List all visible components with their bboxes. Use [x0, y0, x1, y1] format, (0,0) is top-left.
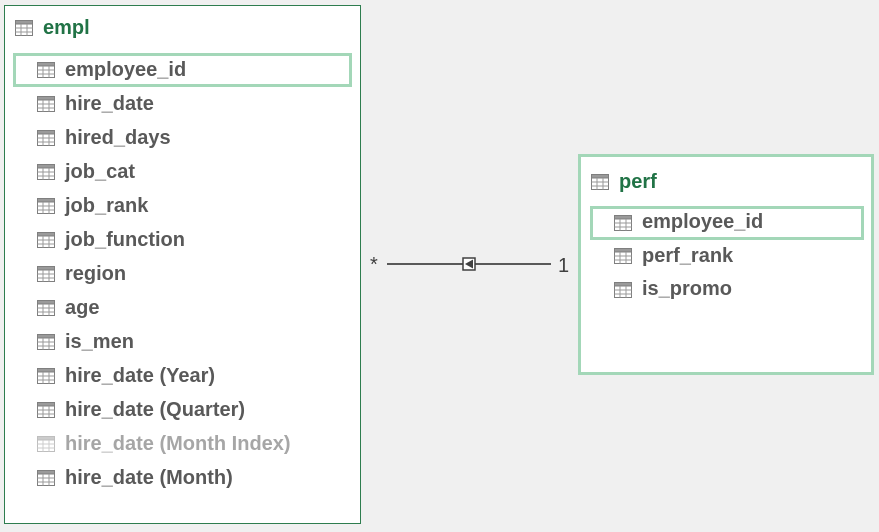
field-label: hire_date	[65, 92, 154, 115]
field-icon	[614, 281, 632, 298]
field-row[interactable]: employee_id	[13, 53, 352, 87]
relationship-arrow-icon[interactable]	[462, 257, 476, 271]
field-icon	[37, 130, 55, 146]
field-label: employee_id	[642, 211, 764, 234]
table-icon	[15, 20, 33, 36]
field-label: hire_date (Month Index)	[65, 432, 291, 455]
field-row[interactable]: age	[13, 291, 352, 325]
table-header-empl[interactable]: empl	[15, 16, 90, 40]
field-row[interactable]: hire_date	[13, 87, 352, 121]
field-icon	[614, 214, 632, 231]
field-row[interactable]: is_promo	[590, 273, 864, 307]
field-row[interactable]: hire_date (Year)	[13, 359, 352, 393]
field-icon	[37, 300, 55, 316]
field-icon	[37, 368, 55, 384]
cardinality-one: 1	[558, 255, 570, 277]
table-title-empl: empl	[43, 17, 90, 39]
field-label: job_cat	[65, 160, 136, 183]
field-label: hire_date (Month)	[65, 466, 233, 489]
field-icon	[37, 402, 55, 418]
table-title-perf: perf	[619, 171, 657, 193]
field-label: hired_days	[65, 126, 171, 149]
field-row[interactable]: employee_id	[590, 206, 864, 240]
field-row[interactable]: job_cat	[13, 155, 352, 189]
field-row[interactable]: hire_date (Quarter)	[13, 393, 352, 427]
field-icon	[37, 198, 55, 214]
field-icon	[37, 96, 55, 112]
field-icon	[37, 470, 55, 486]
field-row[interactable]: job_rank	[13, 189, 352, 223]
field-label: hire_date (Quarter)	[65, 398, 246, 421]
field-icon	[37, 436, 55, 452]
field-icon	[614, 248, 632, 265]
field-label: is_men	[65, 330, 134, 353]
field-row[interactable]: job_function	[13, 223, 352, 257]
field-label: age	[65, 296, 100, 319]
field-row[interactable]: region	[13, 257, 352, 291]
field-label: perf_rank	[642, 244, 734, 267]
field-row[interactable]: hire_date (Month Index)	[13, 427, 352, 461]
field-icon	[37, 164, 55, 180]
field-list-perf: employee_id perf_rank is_promo	[590, 206, 864, 307]
table-icon	[591, 174, 609, 190]
field-row[interactable]: is_men	[13, 325, 352, 359]
field-row[interactable]: hired_days	[13, 121, 352, 155]
field-label: job_rank	[65, 194, 149, 217]
field-icon	[37, 232, 55, 248]
field-row[interactable]: perf_rank	[590, 240, 864, 274]
field-icon	[37, 266, 55, 282]
field-label: hire_date (Year)	[65, 364, 216, 387]
table-card-empl[interactable]: empl employee_id hire_date hired_days job_c…	[4, 5, 361, 524]
field-label: region	[65, 262, 127, 285]
field-label: job_function	[65, 228, 185, 251]
table-header-perf[interactable]: perf	[591, 170, 657, 194]
field-label: is_promo	[642, 278, 733, 301]
table-card-perf[interactable]: perf employee_id perf_rank is_promo	[578, 154, 874, 375]
field-label: employee_id	[65, 58, 187, 81]
field-icon	[37, 334, 55, 350]
field-icon	[37, 62, 55, 78]
cardinality-many: *	[370, 254, 378, 276]
field-row[interactable]: hire_date (Month)	[13, 461, 352, 495]
